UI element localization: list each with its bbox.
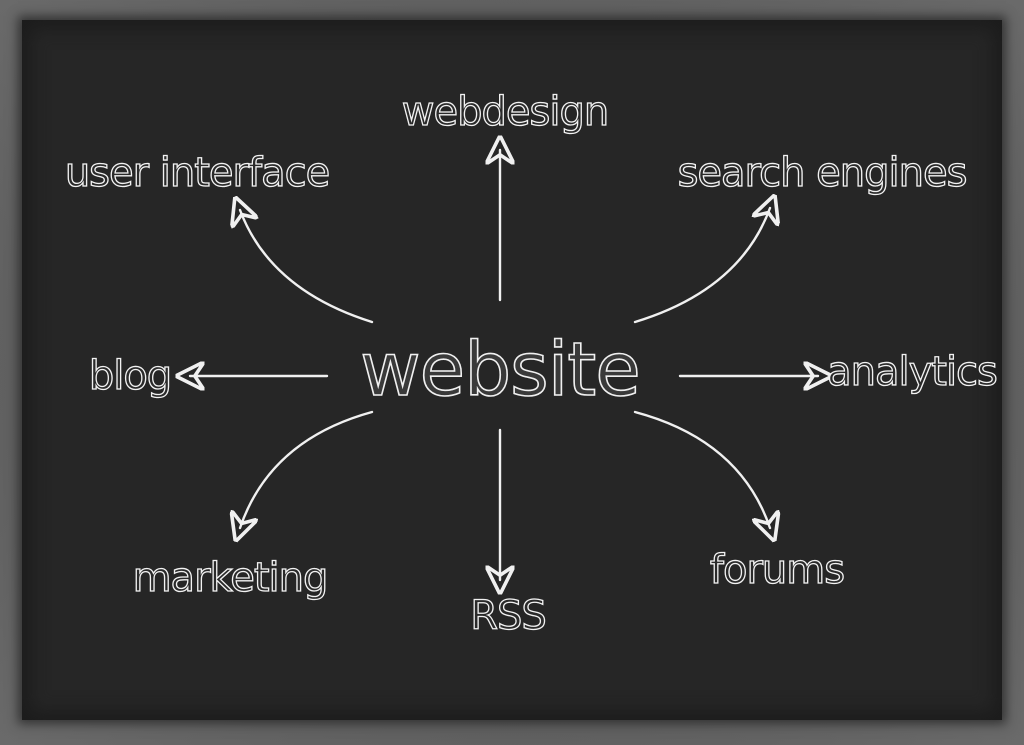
node-forums: forums [709,546,845,593]
center-node-website: website [359,326,641,414]
node-search-engines: search engines [677,149,968,196]
node-user-interface: user interface [64,149,331,196]
arrow-to-forums [633,410,770,528]
arrow-to-user-interface [240,210,374,324]
node-rss: RSS [470,592,548,639]
node-analytics: analytics [826,348,998,395]
arrow-to-search-engines [633,208,770,324]
node-marketing: marketing [132,554,329,601]
arrow-to-marketing [240,410,374,528]
node-blog: blog [88,352,173,399]
node-webdesign: webdesign [401,88,610,135]
